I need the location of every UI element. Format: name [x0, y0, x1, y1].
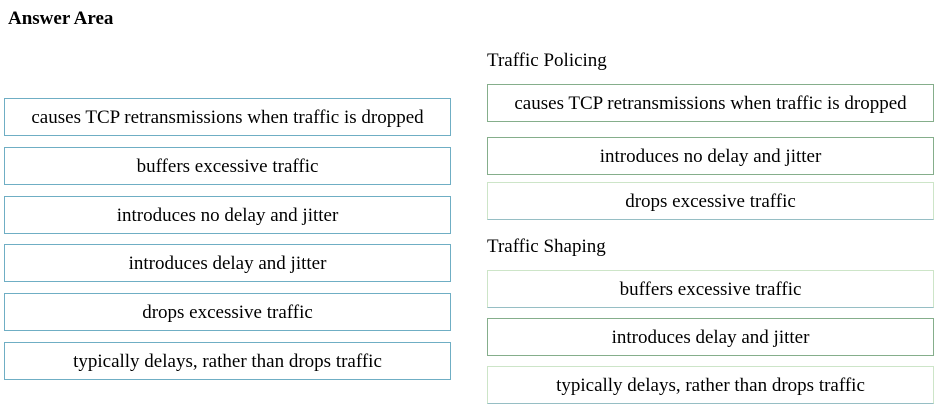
- drop-slot-policing-1[interactable]: causes TCP retransmissions when traffic …: [487, 84, 934, 122]
- answer-area-title: Answer Area: [8, 8, 114, 29]
- drag-option-introduces-no-delay-jitter[interactable]: introduces no delay and jitter: [4, 196, 451, 234]
- drop-slot-shaping-1[interactable]: buffers excessive traffic: [487, 270, 934, 308]
- drag-option-introduces-delay-jitter[interactable]: introduces delay and jitter: [4, 244, 451, 282]
- target-group-label-traffic-shaping: Traffic Shaping: [487, 236, 606, 257]
- drag-option-drops-excessive-traffic[interactable]: drops excessive traffic: [4, 293, 451, 331]
- drag-option-buffers-excessive-traffic[interactable]: buffers excessive traffic: [4, 147, 451, 185]
- drop-slot-shaping-2[interactable]: introduces delay and jitter: [487, 318, 934, 356]
- drag-option-typically-delays[interactable]: typically delays, rather than drops traf…: [4, 342, 451, 380]
- drop-slot-shaping-3[interactable]: typically delays, rather than drops traf…: [487, 366, 934, 404]
- drop-slot-policing-3[interactable]: drops excessive traffic: [487, 182, 934, 220]
- drag-option-causes-tcp-retransmissions[interactable]: causes TCP retransmissions when traffic …: [4, 98, 451, 136]
- drop-slot-policing-2[interactable]: introduces no delay and jitter: [487, 137, 934, 175]
- target-group-label-traffic-policing: Traffic Policing: [487, 50, 607, 71]
